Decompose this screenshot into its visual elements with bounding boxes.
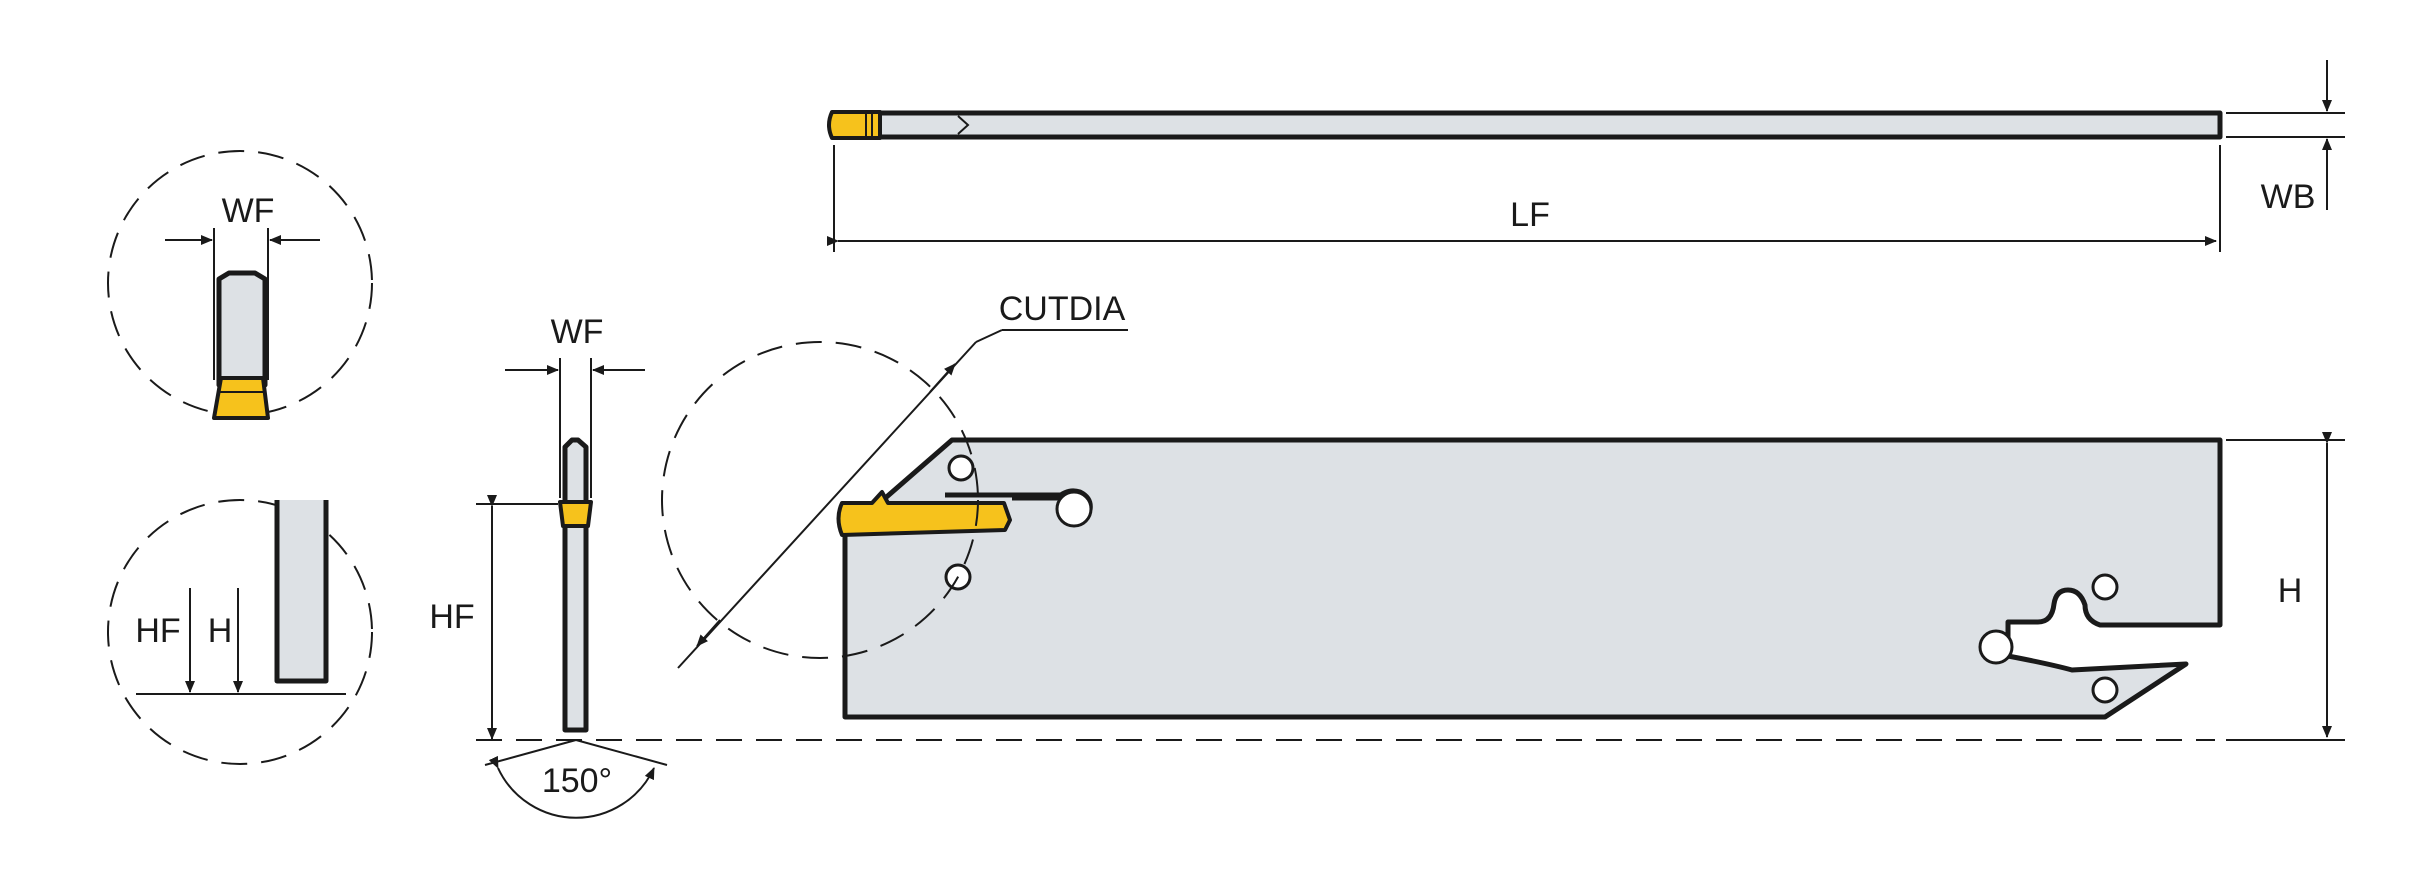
side-view: WF HF 150° bbox=[429, 313, 668, 819]
top-view-blade-taper-line bbox=[957, 115, 970, 135]
detail-view-bottom: HF H bbox=[107, 499, 373, 765]
cutdia-arrow-lower bbox=[696, 619, 721, 647]
main-blade-clamp-hole bbox=[1978, 629, 2014, 665]
hf-side-label: HF bbox=[429, 598, 474, 636]
lf-label: LF bbox=[1510, 196, 1550, 234]
main-blade-hole-top bbox=[947, 454, 975, 482]
main-blade-insert bbox=[836, 490, 1012, 537]
h-main-label: H bbox=[2278, 572, 2303, 610]
cutdia-diameter-line bbox=[677, 341, 977, 669]
cutdia-label: CUTDIA bbox=[999, 290, 1126, 328]
detail-top-blade bbox=[216, 270, 268, 388]
h-detail-label: H bbox=[208, 612, 233, 650]
detail-top-insert bbox=[212, 376, 270, 420]
cutdia-leader bbox=[975, 329, 1003, 343]
side-view-insert bbox=[558, 500, 593, 528]
angle-label: 150° bbox=[542, 762, 612, 800]
angle-arc bbox=[488, 755, 655, 819]
main-blade-hole-rear-top bbox=[2091, 573, 2119, 601]
detail-bottom-blade bbox=[274, 500, 329, 684]
cutdia-arrow-upper bbox=[929, 363, 956, 393]
cutdia-circle bbox=[661, 341, 979, 659]
detail-circle-bottom bbox=[107, 499, 373, 765]
main-blade-hole-rear-bottom bbox=[2091, 676, 2119, 704]
wf-side-label: WF bbox=[551, 313, 604, 351]
detail-view-top: WF bbox=[107, 150, 373, 420]
wb-label: WB bbox=[2261, 178, 2316, 216]
side-view-blade bbox=[562, 437, 589, 733]
top-view-insert bbox=[827, 110, 882, 140]
main-blade-hole-right bbox=[1055, 490, 1093, 528]
top-view: LF WB bbox=[827, 60, 2345, 252]
hf-detail-label: HF bbox=[135, 612, 180, 650]
main-view: CUTDIA H bbox=[661, 290, 2345, 741]
wf-detail-label: WF bbox=[222, 192, 275, 230]
main-blade-body bbox=[842, 437, 2223, 720]
top-view-blade-body bbox=[875, 110, 2223, 140]
